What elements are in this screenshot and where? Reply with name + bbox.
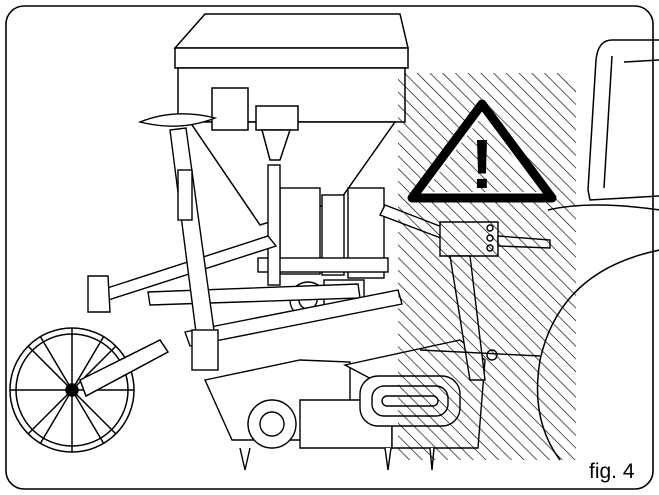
figure-caption: fig. 4: [589, 460, 635, 483]
lift-arm: [137, 113, 219, 371]
depth-wheel: [9, 327, 170, 453]
warning-triangle-exclamation-icon: !: [407, 99, 557, 203]
figure-frame: [5, 5, 654, 490]
seed-hopper: [173, 13, 409, 226]
warning-exclamation-glyph: !: [470, 125, 493, 203]
